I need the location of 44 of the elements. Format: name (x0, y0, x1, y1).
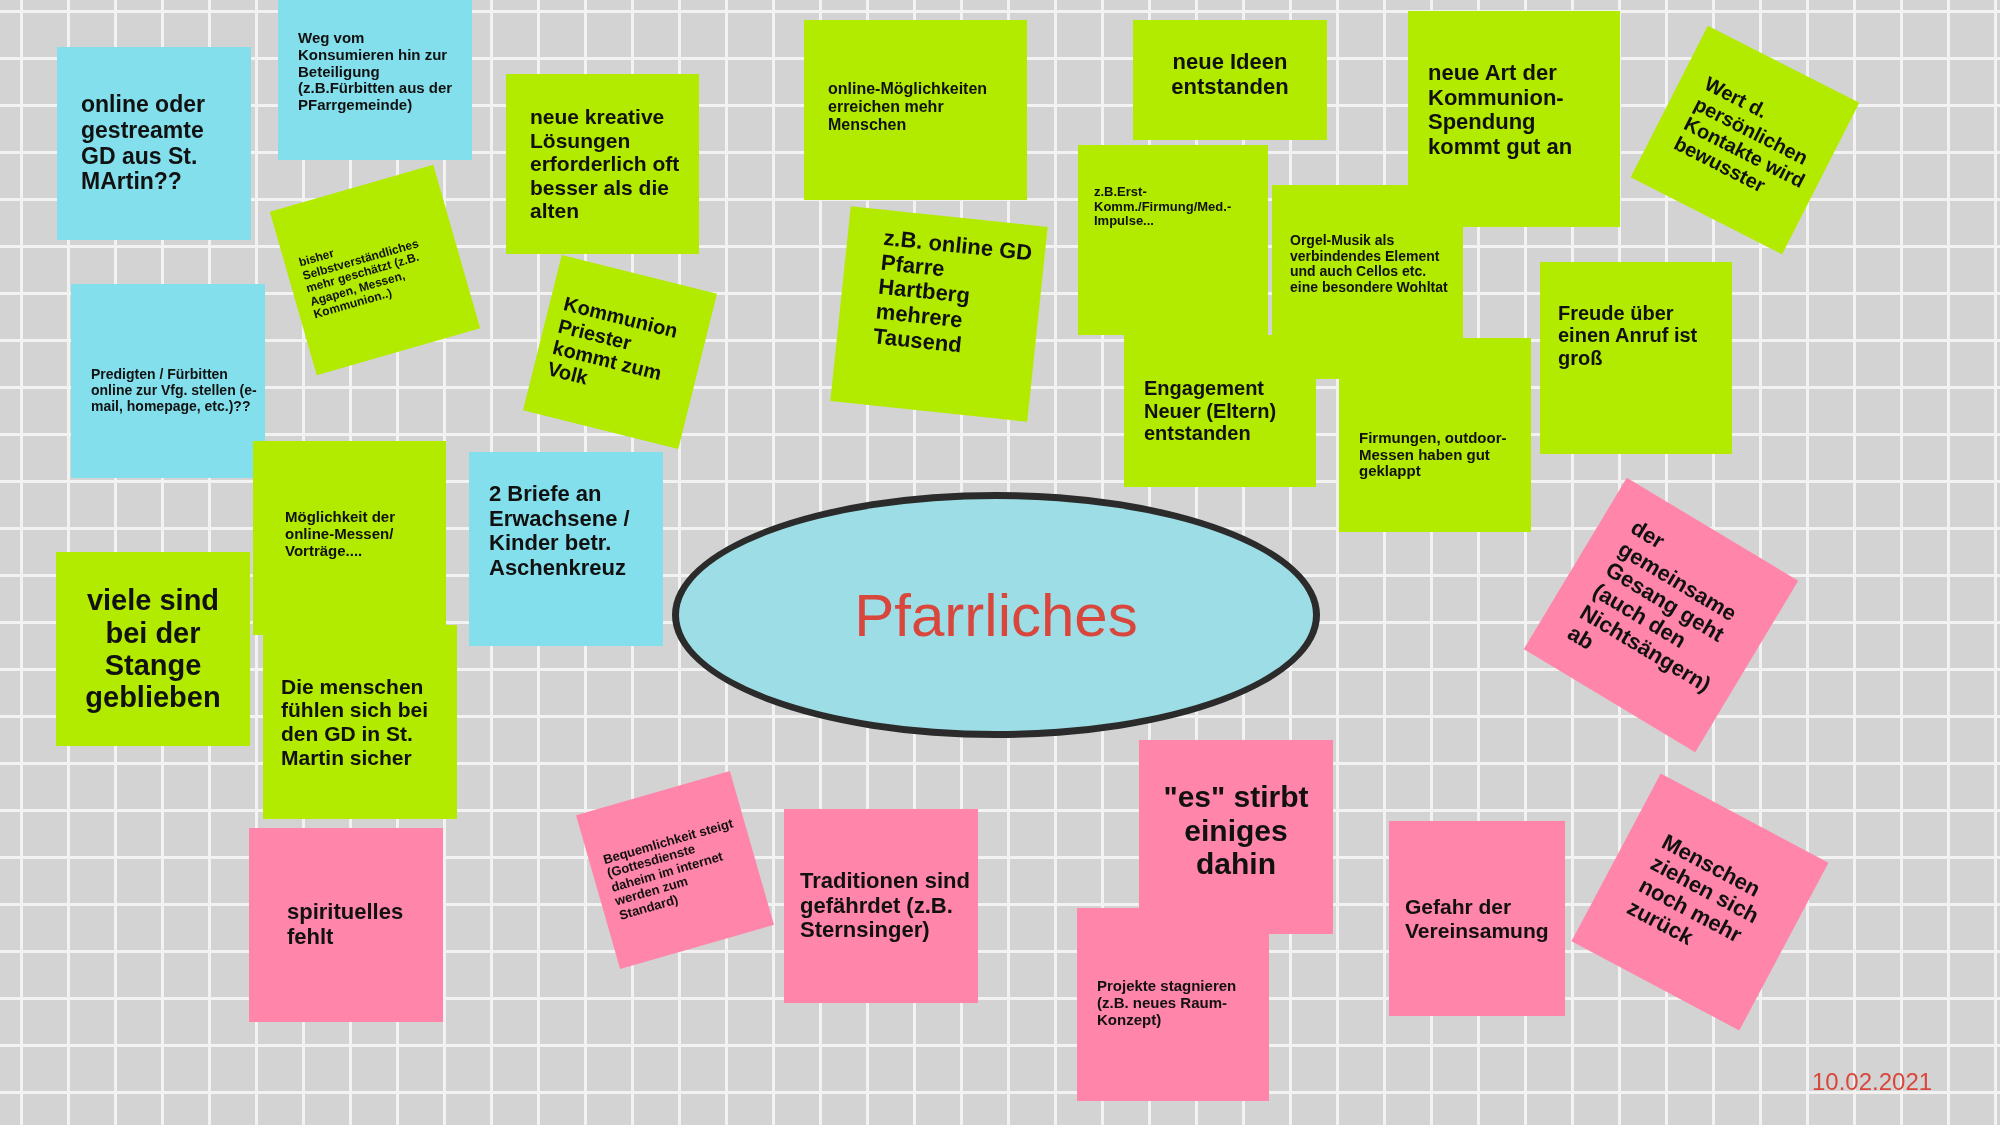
sticky-note (71, 284, 265, 478)
note-text: Engagement Neuer (Eltern) entstanden (1144, 377, 1278, 445)
sticky-note (1124, 335, 1316, 487)
sticky-note (56, 552, 250, 746)
note-text: Die menschen fühlen sich bei den GD in St. Martin sicher (281, 674, 430, 770)
note-text: spirituelles fehlt (287, 900, 405, 950)
sticky-note (253, 441, 446, 635)
note-text: Predigten / Fürbitten online zur Vfg. stellen (e-mail, homepage, etc.)?? (91, 367, 257, 415)
sticky-note (1139, 740, 1333, 934)
note-text: Möglichkeit der online-Messen/ Vorträge.... (285, 509, 397, 560)
sticky-note (784, 809, 978, 1003)
sticky-note (1339, 338, 1531, 532)
sticky-note (506, 74, 699, 254)
note-text: neue Ideen entstanden (1170, 50, 1290, 100)
date-label: 10.02.2021 (1812, 1068, 1933, 1096)
sticky-note (249, 828, 443, 1022)
note-text: viele sind bei der Stange geblieben (84, 584, 222, 714)
center-title: Pfarrliches (854, 580, 1138, 650)
sticky-note (263, 625, 457, 819)
note-text: Firmungen, outdoor-Messen haben gut geklappt (1359, 429, 1508, 481)
note-text: z.B.Erst-Komm./Firmung/Med.-Impulse... (1094, 185, 1233, 229)
note-text: Orgel-Musik als verbindendes Element und auch Cellos etc. eine besondere Wohltat (1290, 233, 1449, 296)
note-text: "es" stirbt einiges dahin (1162, 780, 1310, 881)
sticky-note (57, 47, 251, 240)
note-text: 2 Briefe an Erwachsene / Kinder betr. Aschenkreuz (489, 482, 631, 581)
note-text: Freude über einen Anruf ist groß (1558, 302, 1699, 370)
sticky-note (1540, 262, 1732, 454)
note-text: online-Möglichkeiten erreichen mehr Menschen (828, 80, 989, 134)
note-text: online oder gestreamte GD aus St. MArtin?? (81, 92, 206, 195)
note-text: neue Art der Kommunion-Spendung kommt gut an (1428, 61, 1574, 160)
note-text: neue kreative Lösungen erforderlich oft besser als die alten (530, 105, 681, 223)
sticky-note (1408, 11, 1620, 227)
sticky-note (1133, 20, 1327, 140)
sticky-note (1078, 145, 1268, 335)
sticky-note (1077, 908, 1269, 1101)
sticky-note (1389, 821, 1565, 1016)
note-text: Traditionen sind gefährdet (z.B. Sternsinger) (800, 869, 970, 943)
note-text: z.B. online GD Pfarre Hartberg mehrere Tausend (872, 225, 1035, 359)
sticky-note (804, 20, 1027, 200)
note-text: Weg vom Konsumieren hin zur Beteiligung (z.B.Fürbitten aus der PFarrgemeinde) (298, 30, 454, 114)
sticky-note (469, 452, 663, 646)
note-text: Projekte stagnieren (z.B. neues Raum-Konzept) (1097, 978, 1238, 1029)
note-text: Gefahr der Vereinsamung (1405, 895, 1550, 942)
sticky-note (278, 0, 472, 160)
